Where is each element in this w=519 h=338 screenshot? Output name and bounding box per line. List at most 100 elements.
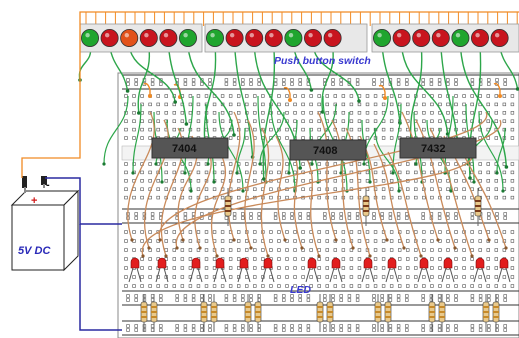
hole <box>269 162 273 166</box>
hole <box>298 212 302 216</box>
hole <box>486 170 490 175</box>
resistor-band <box>317 316 323 318</box>
battery-positive-wire <box>21 11 519 178</box>
hole <box>228 111 233 115</box>
hole <box>237 111 241 115</box>
hole <box>510 94 515 98</box>
hole <box>126 78 130 82</box>
hole <box>317 195 321 200</box>
hole <box>373 119 378 123</box>
hole <box>406 170 410 175</box>
hole <box>298 324 302 328</box>
hole <box>150 78 155 82</box>
hole <box>301 275 305 279</box>
hole <box>164 284 168 288</box>
hole <box>430 266 434 270</box>
hole <box>134 78 138 82</box>
hole <box>470 298 475 302</box>
hole <box>341 230 346 234</box>
hole <box>269 239 273 243</box>
hole <box>180 179 185 183</box>
hole <box>228 136 233 140</box>
hole <box>380 328 384 332</box>
hole <box>261 119 265 123</box>
hole <box>406 102 410 107</box>
hole <box>478 284 482 288</box>
hole <box>333 284 337 288</box>
hole <box>333 136 337 140</box>
hole <box>208 78 212 82</box>
hole <box>430 275 434 279</box>
hole <box>159 82 163 86</box>
hole <box>317 284 321 288</box>
wire-end <box>184 122 189 126</box>
hole <box>333 94 337 98</box>
hole <box>462 127 466 132</box>
hole <box>261 102 265 107</box>
hole <box>241 294 245 298</box>
hole <box>224 324 229 328</box>
green-wire <box>184 95 194 174</box>
hole <box>298 82 302 86</box>
hole <box>224 328 229 332</box>
hole <box>301 257 305 261</box>
push-button-orange <box>120 28 139 48</box>
hole <box>188 195 193 200</box>
hole <box>486 257 490 261</box>
hole <box>124 257 128 261</box>
hole <box>253 111 257 115</box>
hole <box>486 94 490 98</box>
hole <box>164 187 168 191</box>
hole <box>172 187 176 191</box>
hole <box>373 230 378 234</box>
hole <box>309 119 313 123</box>
wire-end <box>258 162 262 166</box>
hole <box>228 284 233 288</box>
push-button-green <box>284 28 303 48</box>
hole <box>438 284 442 288</box>
hole <box>253 248 257 252</box>
led <box>387 257 397 269</box>
hole <box>148 102 152 107</box>
hole <box>172 239 176 243</box>
hole <box>285 94 289 98</box>
hole <box>245 275 249 279</box>
hole <box>180 127 185 132</box>
resistor-band <box>255 306 261 308</box>
hole <box>470 284 474 288</box>
hole <box>253 162 257 166</box>
hole <box>228 94 233 98</box>
hole <box>333 275 337 279</box>
hole <box>347 324 352 328</box>
hole <box>172 248 176 252</box>
led-lead <box>361 267 367 283</box>
wire-end <box>402 246 406 250</box>
led-lead <box>337 267 343 283</box>
hole <box>333 195 337 200</box>
hole <box>290 82 294 86</box>
hole <box>228 162 233 166</box>
wire-end <box>147 246 151 250</box>
hole <box>510 111 515 115</box>
hole <box>204 170 209 175</box>
resistor-band <box>483 311 489 313</box>
hole <box>309 239 313 243</box>
chip-7404-label: 7404 <box>172 143 197 155</box>
hole <box>331 298 335 302</box>
hole <box>397 239 402 243</box>
led-lead <box>481 267 487 283</box>
hole <box>470 111 474 115</box>
hole <box>406 284 410 288</box>
green-wire <box>467 119 493 165</box>
hole <box>486 187 490 191</box>
hole <box>148 119 152 123</box>
hole <box>290 324 294 328</box>
hole <box>232 216 237 220</box>
led-lead <box>497 267 503 283</box>
wire-end <box>131 171 135 175</box>
hole <box>380 324 384 328</box>
hole <box>438 275 442 279</box>
orange-wire <box>143 82 151 94</box>
hole <box>414 257 418 261</box>
led <box>307 257 317 269</box>
